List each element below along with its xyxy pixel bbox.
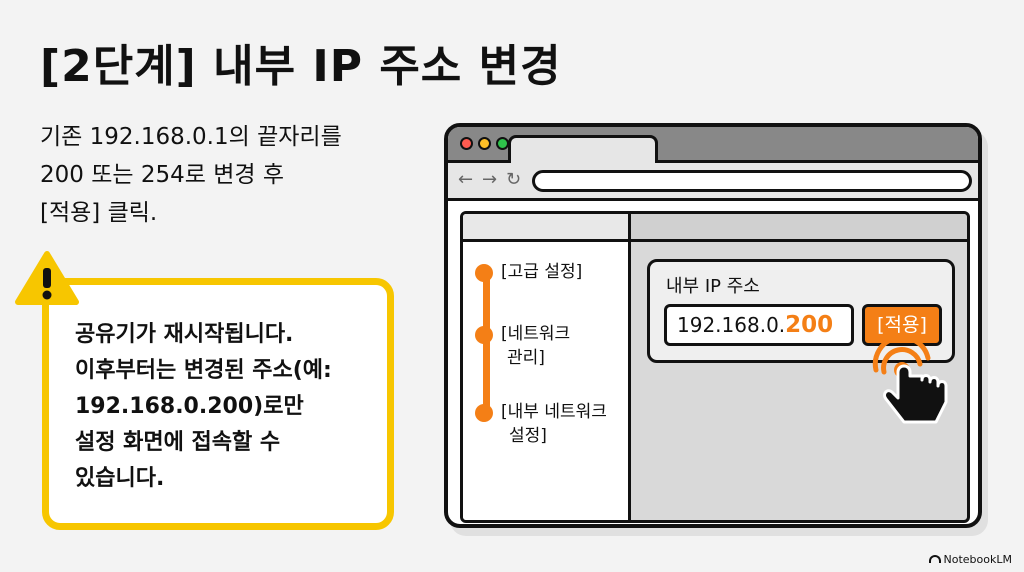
minimize-dot-icon[interactable] bbox=[478, 137, 491, 150]
sidebar-header bbox=[463, 214, 628, 242]
internal-ip-label: 내부 IP 주소 bbox=[666, 276, 760, 297]
browser-tab[interactable] bbox=[508, 135, 658, 165]
apply-button[interactable]: [적용] bbox=[862, 304, 942, 346]
browser-window: ← → ↻ [고급 설정] [네트워크 관리] [내부 네트워크 설정] bbox=[444, 123, 982, 528]
warning-line-4: 설정 화면에 접속할 수 bbox=[75, 430, 281, 455]
settings-sidebar: [고급 설정] [네트워크 관리] [내부 네트워크 설정] bbox=[463, 214, 631, 520]
menu-step-dot-icon bbox=[475, 404, 493, 422]
warning-line-2: 이후부터는 변경된 주소(예: bbox=[75, 358, 332, 383]
forward-arrow-icon[interactable]: → bbox=[482, 169, 498, 190]
instruction-line-3: [적용] 클릭. bbox=[40, 200, 158, 226]
warning-line-1: 공유기가 재시작됩니다. bbox=[75, 322, 294, 347]
instruction-line-1: 기존 192.168.0.1의 끝자리를 bbox=[40, 124, 342, 150]
warning-triangle-icon bbox=[15, 251, 79, 305]
warning-line-5: 있습니다. bbox=[75, 466, 165, 491]
reload-icon[interactable]: ↻ bbox=[506, 169, 522, 190]
menu-step-dot-icon bbox=[475, 264, 493, 282]
internal-ip-input[interactable]: 192.168.0.200 bbox=[664, 304, 854, 346]
close-dot-icon[interactable] bbox=[460, 137, 473, 150]
instruction-text: 기존 192.168.0.1의 끝자리를 200 또는 254로 변경 후 [적… bbox=[40, 118, 420, 232]
browser-titlebar bbox=[448, 127, 978, 165]
internal-ip-panel: 내부 IP 주소 192.168.0.200 [적용] bbox=[647, 259, 955, 363]
warning-line-3: 192.168.0.200)로만 bbox=[75, 394, 304, 419]
page-title: [2단계] 내부 IP 주소 변경 bbox=[40, 41, 562, 92]
warning-box: 공유기가 재시작됩니다. 이후부터는 변경된 주소(예: 192.168.0.2… bbox=[42, 278, 394, 530]
back-arrow-icon[interactable]: ← bbox=[458, 169, 474, 190]
tap-hand-icon bbox=[872, 340, 948, 424]
instruction-line-2: 200 또는 254로 변경 후 bbox=[40, 162, 285, 188]
notebooklm-logo-icon bbox=[928, 555, 941, 563]
ip-suffix: 200 bbox=[785, 312, 834, 338]
address-bar[interactable] bbox=[532, 170, 972, 192]
menu-step-dot-icon bbox=[475, 326, 493, 344]
ip-prefix: 192.168.0. bbox=[677, 313, 786, 337]
browser-navbar: ← → ↻ bbox=[448, 163, 978, 201]
brand-label: NotebookLM bbox=[928, 553, 1012, 566]
